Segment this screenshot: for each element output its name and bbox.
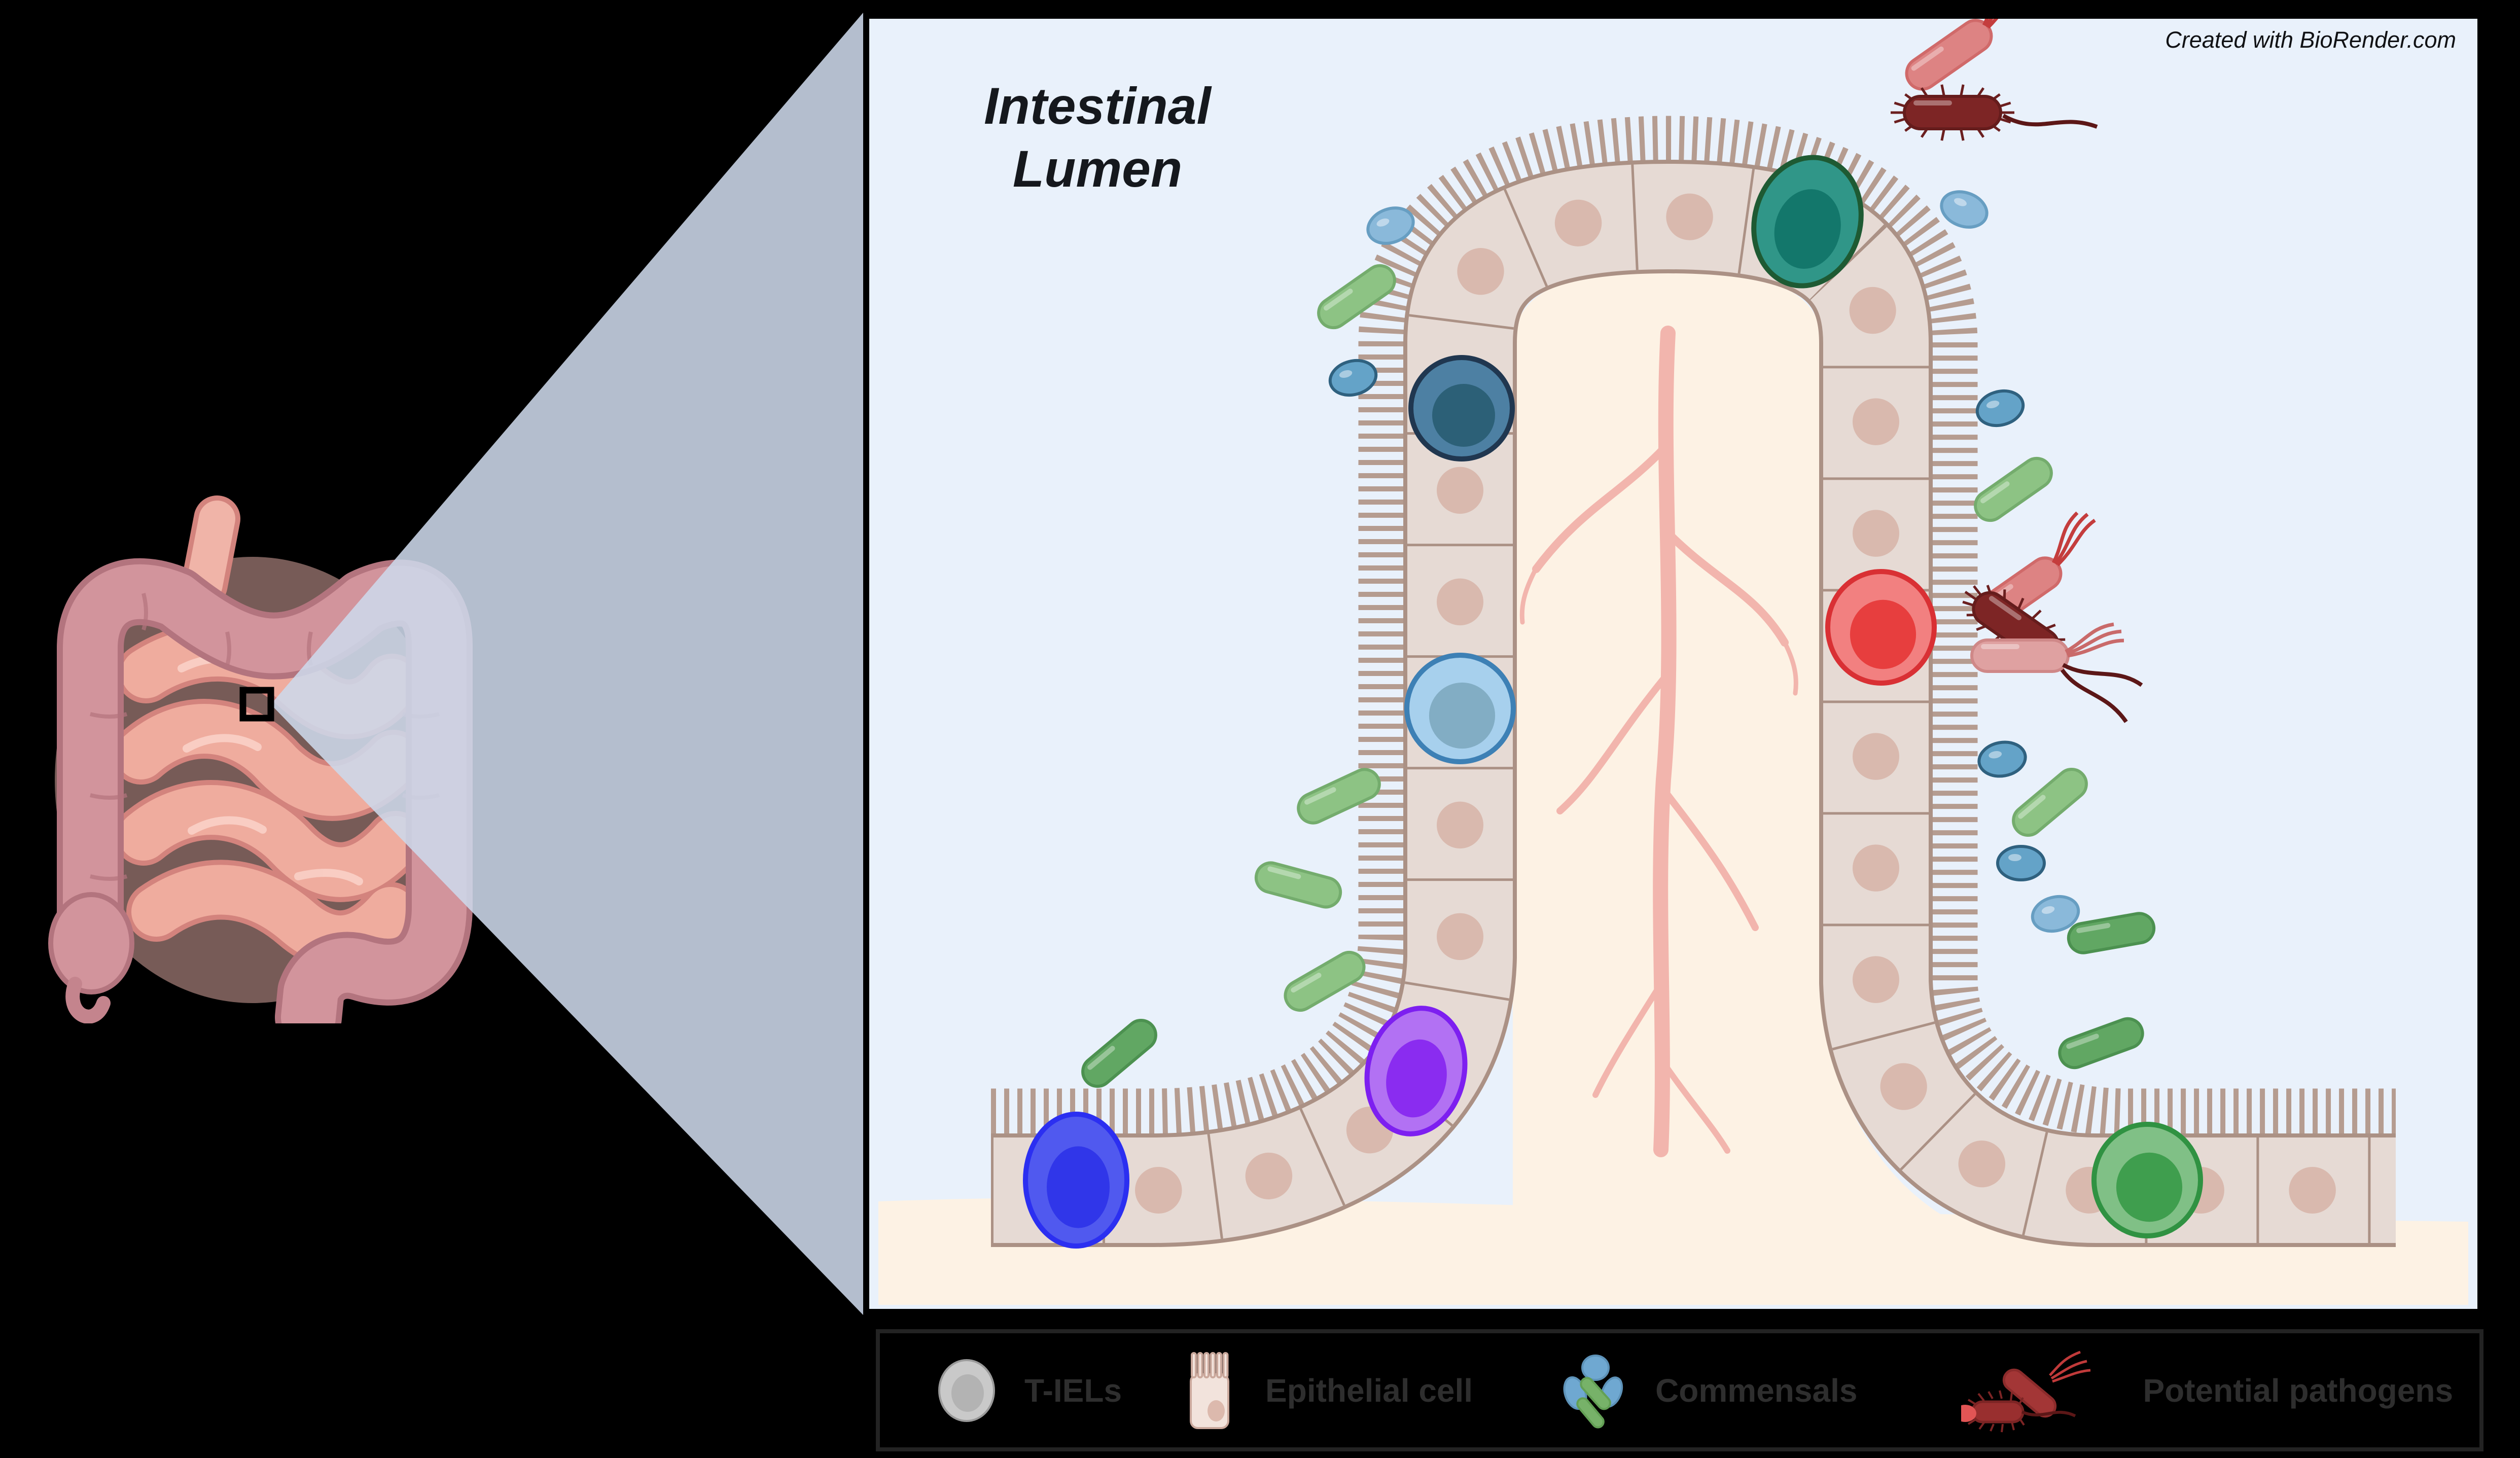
blood-vessel [1519, 326, 1798, 1157]
commensal-oval [1940, 190, 1989, 229]
commensal-oval [1366, 206, 1415, 245]
commensal-rod [1317, 264, 1396, 330]
tiel-darkblue [1408, 355, 1515, 461]
intestine-illustration [48, 495, 473, 1023]
commensal-rod [2067, 912, 2156, 954]
pathogen-maroon_pili [1891, 84, 2098, 141]
legend-label-commensals: Commensals [1655, 1372, 1858, 1409]
commensal-oval [1996, 845, 2046, 881]
villus-core [1513, 269, 1985, 1236]
tiel-teal [1751, 155, 1864, 289]
commensal-oval [1328, 359, 1378, 397]
commensal-oval [1975, 389, 2025, 428]
epithelial-cell-icon [1190, 1352, 1230, 1429]
tiel-red [1825, 569, 1937, 686]
commensal-rod [1297, 768, 1381, 825]
appendix [65, 977, 111, 1023]
t-iel-layer [1023, 155, 2203, 1249]
microvilli-brush-border [991, 116, 2396, 1137]
tiel-green [2091, 1122, 2203, 1238]
duodenum-tube [186, 501, 235, 603]
potential-pathogens-icon [1961, 1350, 2091, 1432]
pathogen-salmon_flagella [1905, 19, 2027, 91]
commensals-icon [1563, 1354, 1623, 1429]
legend-label-potential-pathogens: Potential pathogens [2143, 1372, 2454, 1409]
bacteria-layer [1081, 19, 2156, 1088]
tiel-lightblue [1404, 653, 1516, 764]
pili [1968, 1390, 2026, 1432]
commensal-oval [2031, 895, 2080, 933]
tiel-blue [1023, 1112, 1129, 1249]
commensal-rod [2058, 1017, 2144, 1070]
commensal-rod [1284, 951, 1366, 1012]
biorender-credit: Created with BioRender.com [2165, 27, 2456, 53]
legend-label-t-iels: T-IELs [1024, 1372, 1122, 1409]
pathogen-pink_flagella [1970, 622, 2143, 687]
commensal-rod [2012, 768, 2088, 837]
tiel-purple [1364, 1006, 1468, 1136]
legend-bar: T-IELs Epithelial cell Commensals [876, 1329, 2483, 1451]
epithelial-nuclei [968, 193, 2419, 1214]
legend-label-epithelial-cell: Epithelial cell [1265, 1372, 1473, 1409]
commensal-rod [1974, 456, 2053, 522]
t-iel-icon [938, 1359, 995, 1422]
commensal-rod [1254, 861, 1342, 909]
commensal-oval [1977, 740, 2027, 778]
villus-diagram [878, 19, 2468, 1305]
cecum [48, 892, 134, 994]
commensal-rod [1081, 1019, 1157, 1088]
